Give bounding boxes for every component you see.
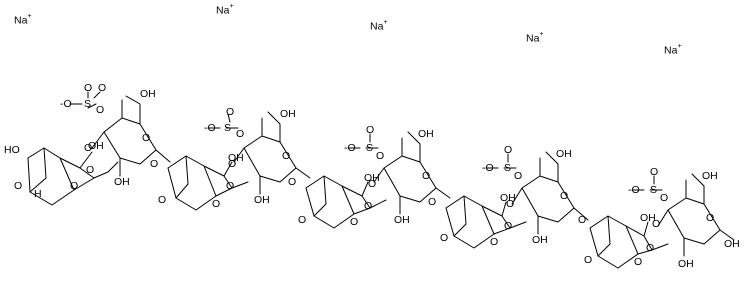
- atom-label: O: [506, 198, 515, 210]
- atom-label: O: [422, 170, 431, 182]
- sulfate-sulfur-label: S: [366, 142, 374, 154]
- sulfate-oxygen-label: O: [226, 106, 235, 118]
- sulfate-oxygen-label: O: [236, 128, 245, 140]
- sulfate-oxygen-label: O: [504, 144, 513, 156]
- sodium-ion-5: Na+: [664, 43, 682, 57]
- sulfate-oxygen-label: O: [376, 150, 385, 162]
- sulfate-oxygen-label: -O: [482, 162, 494, 174]
- atom-label: OH: [532, 234, 548, 246]
- sulfate-oxygen-label: -O: [204, 122, 216, 134]
- atom-label: O: [158, 194, 167, 206]
- atom-label: O: [298, 214, 307, 226]
- atom-label: O: [228, 158, 237, 170]
- atom-label: O: [584, 254, 593, 266]
- sulfate-oxygen-label: O: [514, 170, 523, 182]
- atom-label: O: [646, 242, 655, 254]
- atom-label: OH: [228, 152, 244, 164]
- atom-label: O: [212, 198, 221, 210]
- sulfate-oxygen-label: O: [660, 192, 669, 204]
- sulfate-oxygen-label: -O: [344, 142, 356, 154]
- anhydro-ring-3: [167, 155, 217, 211]
- sodium-ion-2: Na+: [216, 3, 234, 17]
- atom-label: O: [70, 180, 79, 192]
- atom-label: OH: [88, 140, 104, 152]
- sulfate-oxygen-label: O: [650, 166, 659, 178]
- sulfate-oxygen-label: O: [96, 104, 105, 116]
- sodium-ion-4: Na+: [526, 31, 544, 45]
- sulfate-oxygen-label: O: [366, 124, 375, 136]
- sodium-ion-1: Na+: [14, 13, 32, 27]
- sulfate-oxygen-label: -O: [628, 184, 640, 196]
- atom-label: O: [368, 178, 377, 190]
- atom-label: O: [226, 180, 235, 192]
- atom-label: O: [578, 214, 587, 226]
- atom-label: H: [34, 188, 42, 200]
- atom-label: OH: [640, 212, 656, 224]
- atom-label: O: [428, 196, 437, 208]
- sulfate-sulfur-label: S: [650, 184, 658, 196]
- atom-label: OH: [114, 176, 130, 188]
- atom-label: O: [364, 200, 373, 212]
- atom-label: O: [14, 180, 23, 192]
- atom-label: OH: [364, 172, 380, 184]
- atom-label: HO: [4, 144, 20, 156]
- atom-label: OH: [500, 192, 516, 204]
- sulfate-sulfur-label: S: [84, 98, 92, 110]
- atom-label: O: [504, 220, 513, 232]
- atom-label: OH: [140, 88, 156, 100]
- atom-label: O: [560, 190, 569, 202]
- atom-label: OH: [280, 108, 296, 120]
- atom-label: OH: [556, 148, 572, 160]
- sulfate-oxygen-label: O: [84, 82, 93, 94]
- atom-label: O: [490, 236, 499, 248]
- sulfate-oxygen-label: -O: [60, 98, 72, 110]
- atom-label: O: [150, 158, 159, 170]
- atom-label: O: [282, 150, 291, 162]
- atom-label: OH: [702, 170, 718, 182]
- anhydro-ring-5: [305, 175, 355, 229]
- atom-label: OH: [418, 128, 434, 140]
- atom-label: O: [440, 232, 449, 244]
- atom-label: OH: [254, 194, 270, 206]
- atom-label: O: [350, 216, 359, 228]
- anhydro-ring-9: [589, 215, 639, 269]
- atom-label: O: [634, 256, 643, 268]
- atom-label: OH: [724, 238, 740, 250]
- atom-label: O: [86, 164, 95, 176]
- atom-label: O: [706, 212, 715, 224]
- atom-label: OH: [394, 214, 410, 226]
- sulfate-sulfur-label: S: [224, 122, 232, 134]
- atom-label: O: [84, 142, 93, 154]
- sulfate-oxygen-label: O: [98, 82, 107, 94]
- atom-label: O: [288, 176, 297, 188]
- atom-label: O: [142, 132, 151, 144]
- sulfate-sulfur-label: S: [504, 162, 512, 174]
- atom-label: OH: [678, 258, 694, 270]
- atom-label: O: [652, 218, 661, 230]
- anhydro-ring-7: [445, 195, 495, 249]
- sodium-ion-3: Na+: [370, 19, 388, 33]
